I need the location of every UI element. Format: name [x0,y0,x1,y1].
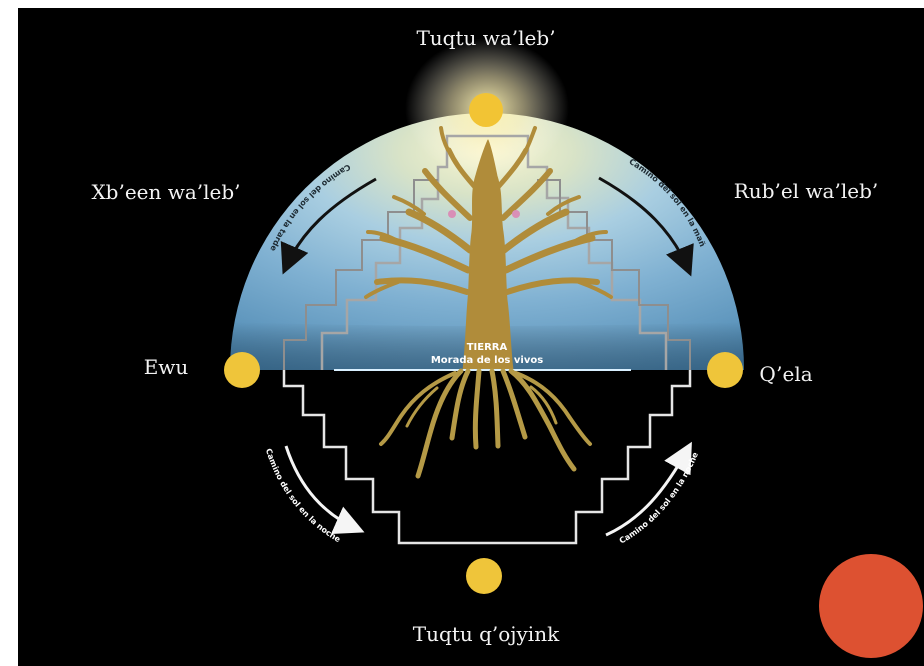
label-top-left: Xb’een wa’leb’ [91,180,240,204]
center-title: TIERRA [467,342,508,353]
label-top-right: Rub’el wa’leb’ [734,179,878,203]
center-subtitle: Morada de los vivos [431,355,543,366]
tree-bloom-left [448,210,456,218]
label-left: Ewu [144,355,189,379]
sun-bottom [466,558,502,594]
sun-right [707,352,743,388]
label-top: Tuqtu wa’leb’ [416,26,555,50]
red-circle [819,554,923,658]
label-right: Q’ela [759,362,812,386]
sun-top [469,93,503,127]
tree-bloom-right [512,210,520,218]
sun-left [224,352,260,388]
label-bottom: Tuqtu q’ojyink [413,622,560,646]
